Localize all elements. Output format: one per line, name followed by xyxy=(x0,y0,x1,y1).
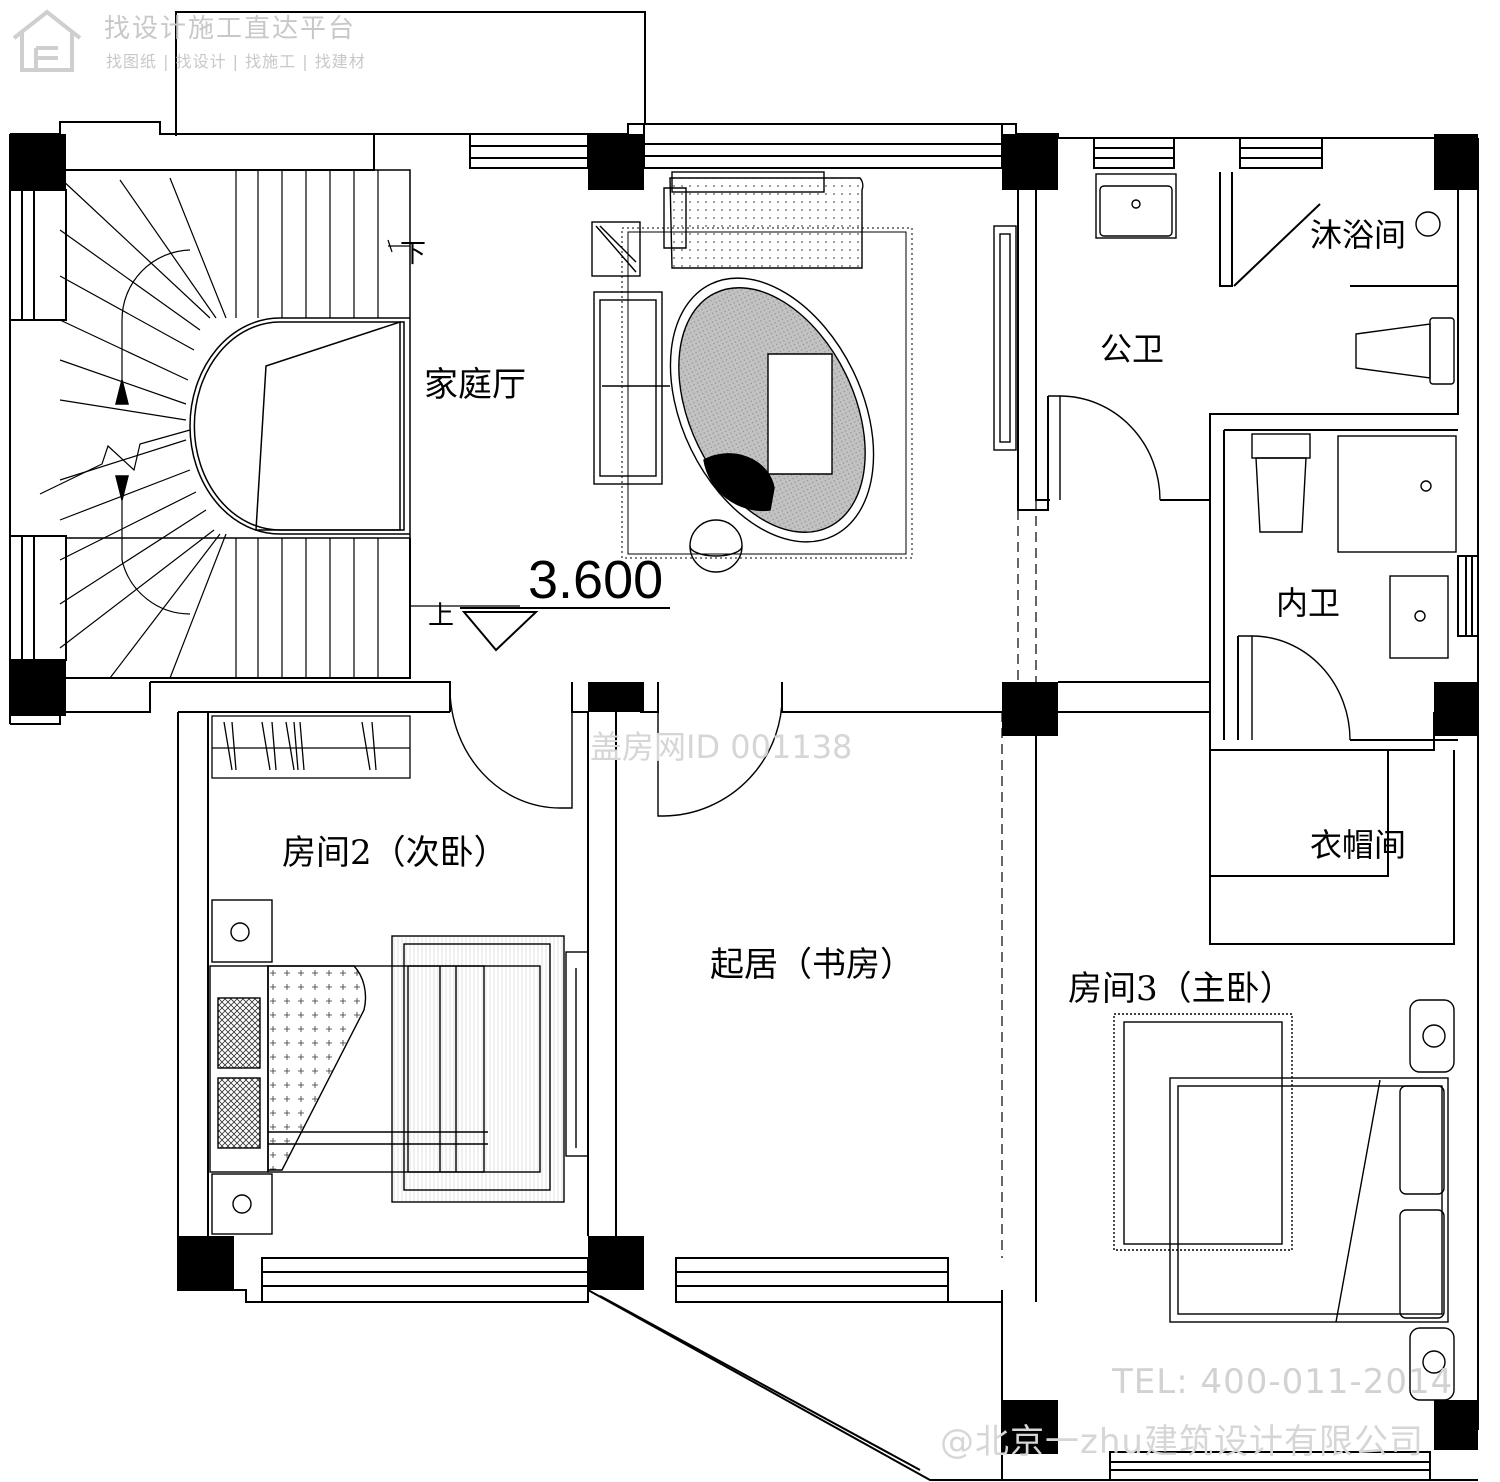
label-family-hall: 家庭厅 xyxy=(424,365,526,405)
label-elevation: 3.600 xyxy=(528,550,663,610)
watermark-platform-subtitle: 找图纸 | 找设计 | 找施工 | 找建材 xyxy=(106,52,366,71)
tv-cabinet xyxy=(993,225,1017,451)
label-living-study: 起居（书房） xyxy=(710,945,914,985)
window-top xyxy=(469,133,589,169)
label-room2: 房间2（次卧） xyxy=(282,833,508,873)
doors xyxy=(449,395,1351,817)
watermark-company: @北京一zhu建筑设计有限公司 xyxy=(940,1422,1424,1462)
watermark-platform-title: 找设计施工直达平台 xyxy=(104,14,357,44)
label-public-toilet: 公卫 xyxy=(1100,330,1164,368)
elevation-marker xyxy=(460,607,670,652)
wardrobe xyxy=(211,715,411,779)
bed-room3 xyxy=(1113,999,1455,1401)
staircase xyxy=(39,169,520,679)
label-cloakroom: 衣帽间 xyxy=(1310,826,1406,864)
interior-walls xyxy=(66,134,1459,1302)
watermark-tel: TEL: 400-011-2014 xyxy=(1112,1362,1454,1402)
label-shower: 沐浴间 xyxy=(1310,216,1406,254)
bathroom-fixtures xyxy=(1095,173,1457,659)
balcony-outline xyxy=(175,11,646,136)
label-stair-down: 下 xyxy=(400,239,426,269)
watermark-listing-id: 盖房网ID 001138 xyxy=(590,728,853,766)
label-stair-up: 上 xyxy=(428,601,454,631)
bed-room2 xyxy=(209,899,589,1235)
columns xyxy=(10,134,1478,1454)
room-labels: 家庭厅 沐浴间 公卫 内卫 房间2（次卧） 起居（书房） 衣帽间 房间3（主卧）… xyxy=(282,216,1406,1009)
house-logo-icon xyxy=(12,9,82,72)
label-room3: 房间3（主卧） xyxy=(1068,969,1294,1009)
label-inner-toilet: 内卫 xyxy=(1276,584,1340,622)
living-room-furniture xyxy=(591,171,913,573)
